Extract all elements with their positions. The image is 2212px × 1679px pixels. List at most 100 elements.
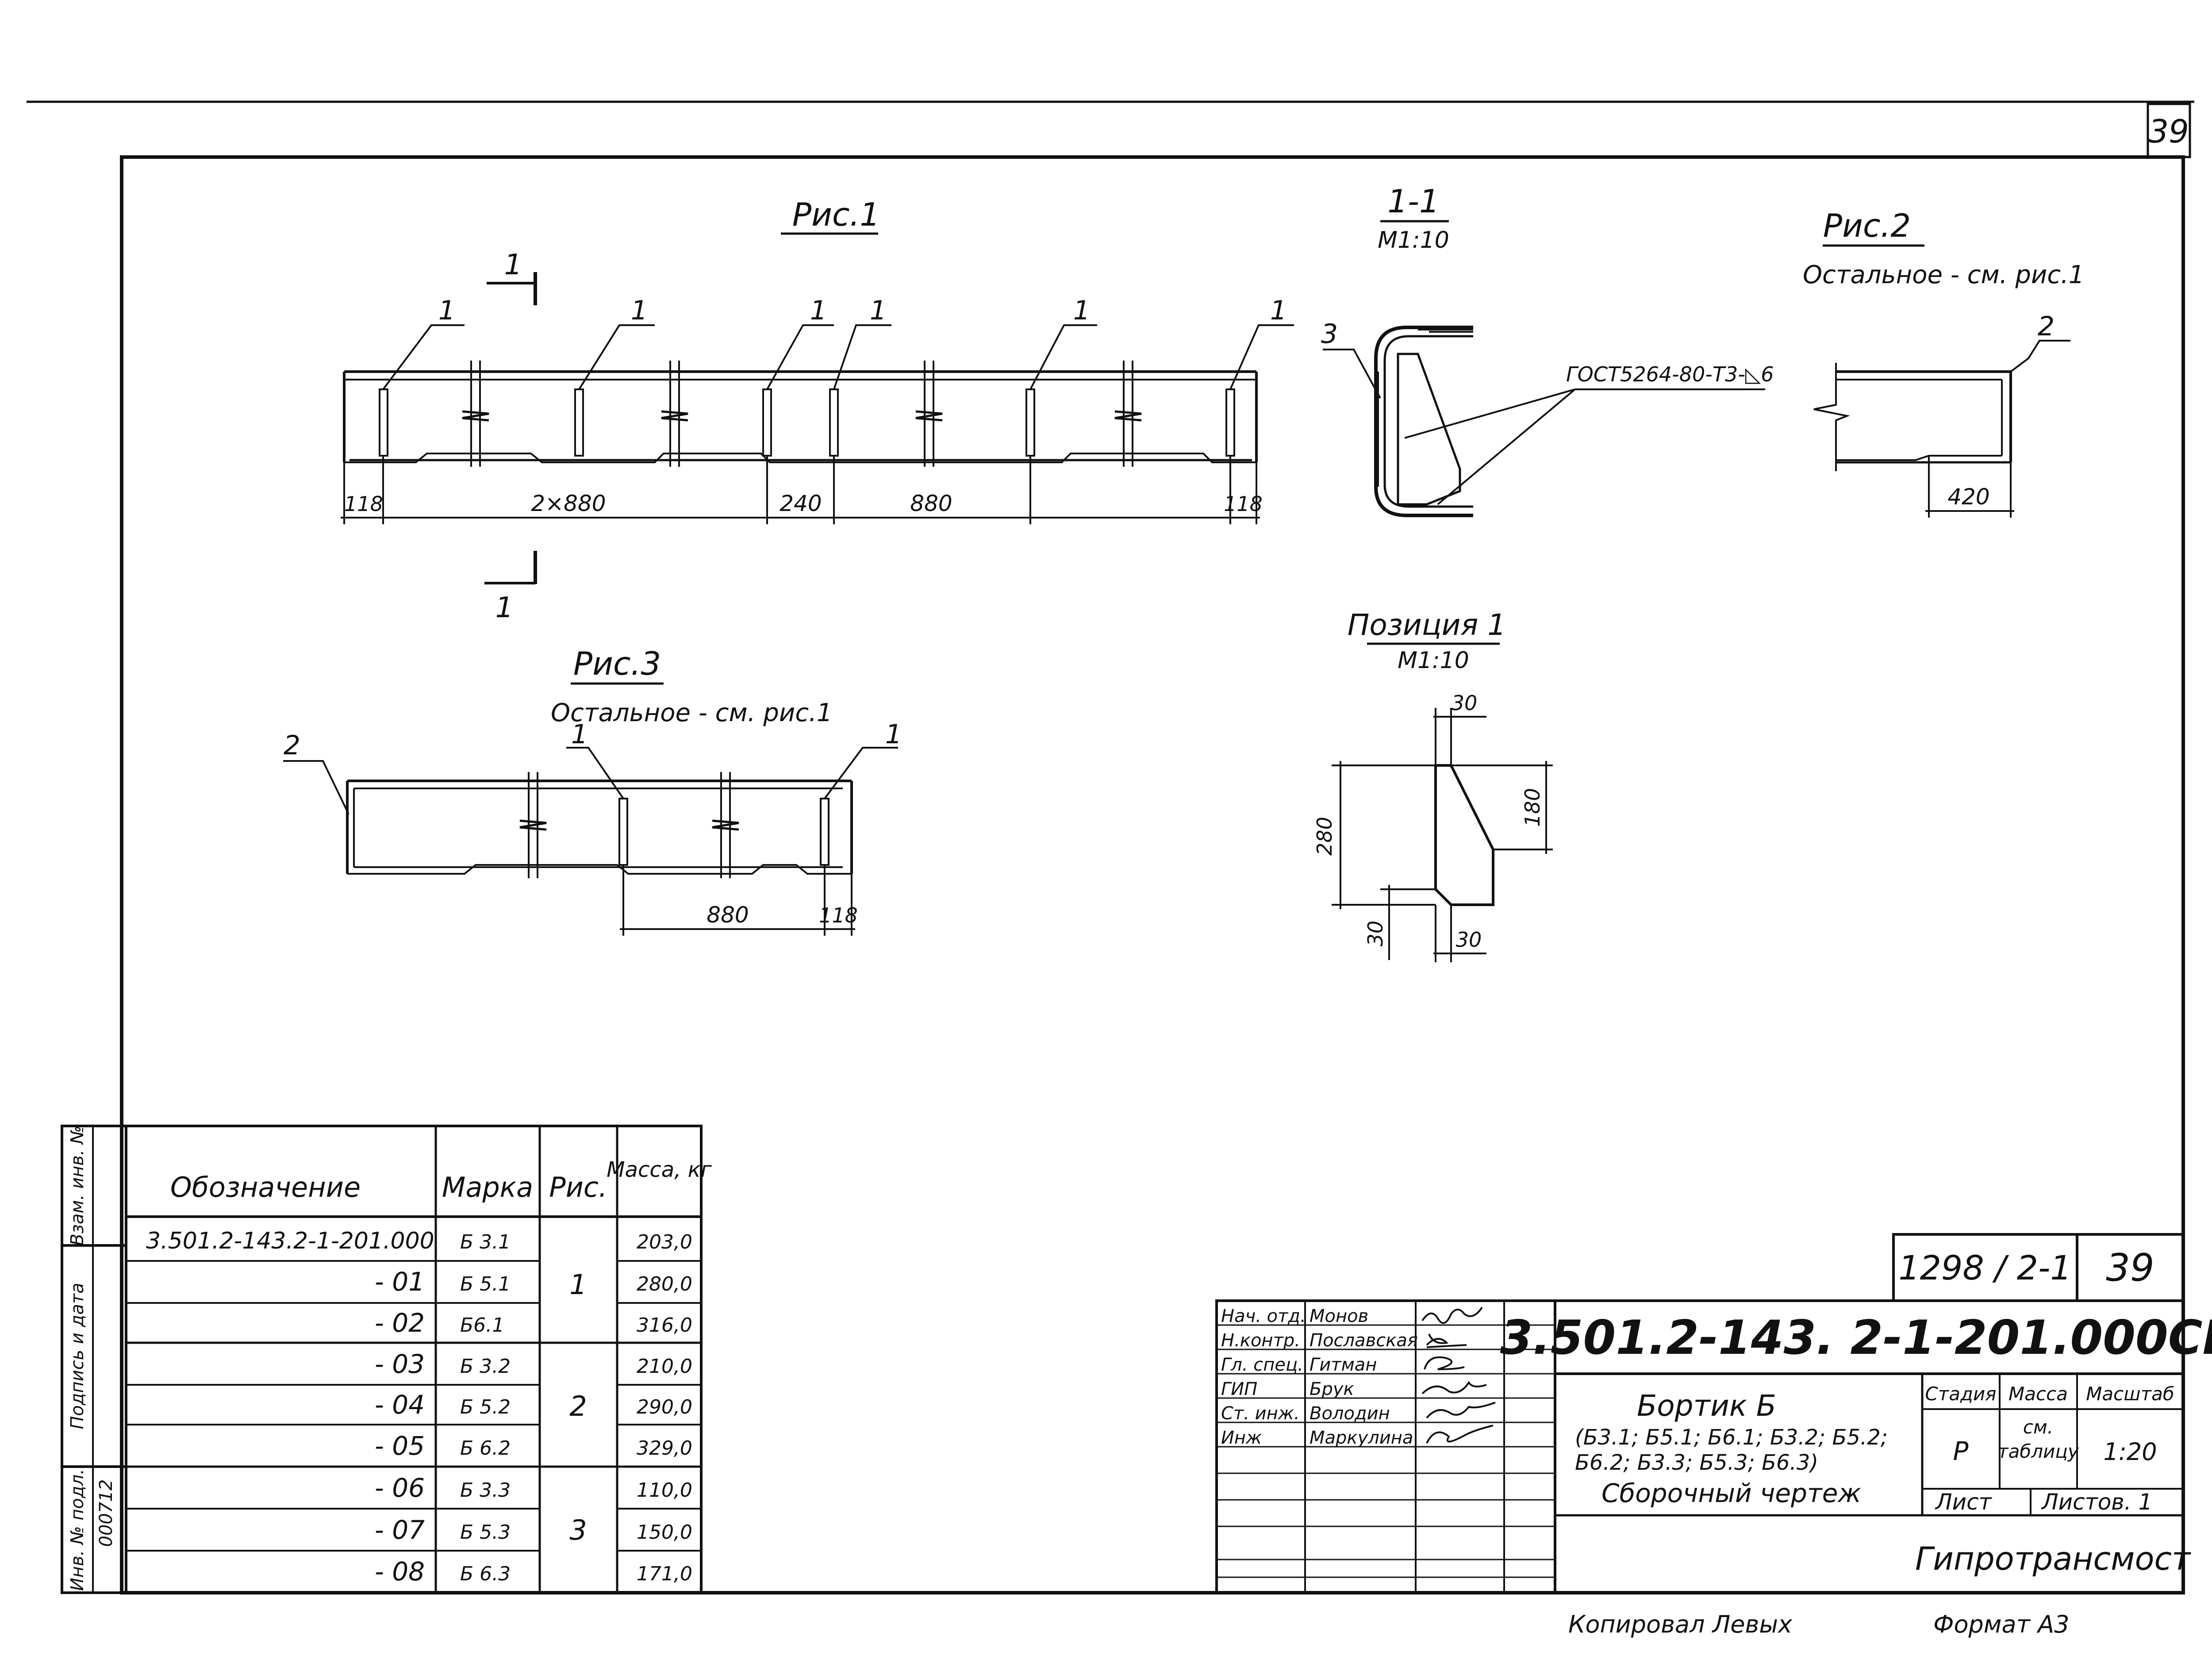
spec-row-mark: Б6.1 (460, 1314, 504, 1337)
pos1-dim-30-bottom: 30 (1456, 928, 1482, 952)
pos1-plate (1332, 708, 1553, 962)
fig2-dim-420: 420 (1947, 484, 1989, 510)
fig1-leader-1d: 1 (870, 295, 887, 326)
fig2-note: Остальное - см. рис.1 (1803, 261, 2085, 289)
format-note: Формат А3 (1933, 1610, 2070, 1638)
title-name-line4: Сборочный чертеж (1601, 1478, 1861, 1508)
spec-row-mass: 171,0 (637, 1563, 692, 1585)
spec-row-mark: Б 6.2 (460, 1437, 511, 1460)
section-mark-bottom-label: 1 (495, 592, 514, 624)
spec-row-mass: 290,0 (637, 1396, 692, 1418)
spec-row-mark: Б 3.3 (460, 1479, 511, 1502)
sheet-frame (120, 155, 2185, 1594)
fig2-beam-end (1813, 340, 2070, 518)
title-block-grid (1215, 1233, 2185, 1594)
fig1-title: Рис.1 (792, 196, 880, 233)
stage-label: Стадия (1925, 1383, 1996, 1405)
organization-name: Гипротрансмост (1915, 1540, 2191, 1577)
side-label-replace-inv: Взам. инв. № (67, 1126, 88, 1246)
mass-value-line1: см. (2023, 1416, 2053, 1438)
staff-role: Гл. спец. (1221, 1355, 1303, 1375)
sheet-number: 39 (2106, 1246, 2154, 1290)
spec-header-mass: Масса, кг (607, 1157, 712, 1182)
spec-header-mark: Марка (442, 1171, 533, 1203)
fig1-beam (343, 361, 1258, 467)
fig1-leader-1e: 1 (1073, 295, 1090, 326)
staff-role: Инж (1221, 1428, 1262, 1448)
page-number: 39 (2148, 113, 2189, 150)
spec-fig-group-2: 2 (569, 1390, 587, 1422)
staff-name: Володин (1310, 1403, 1390, 1424)
signatures (1421, 1306, 1496, 1444)
staff-list: Нач. отд. Монов Н.контр. Пославская Гл. … (1221, 1306, 1418, 1448)
page-number-box (2147, 103, 2191, 158)
spec-row-mark: Б 3.1 (460, 1231, 511, 1253)
spec-row-mark: Б 5.2 (460, 1396, 511, 1418)
spec-row-designation: 3.501.2-143.2-1-201.000 (146, 1228, 434, 1254)
pos1-dim-280: 280 (1313, 817, 1336, 856)
section11-title: 1-1 (1387, 183, 1440, 220)
staff-name: Гитман (1310, 1355, 1377, 1375)
fig3-title: Рис.3 (573, 645, 661, 682)
pos1-dim-30-left: 30 (1363, 921, 1387, 947)
album-number: 1298 / 2-1 (1898, 1248, 2071, 1287)
fig1-dim-880: 880 (910, 491, 952, 516)
spec-row-mass: 110,0 (637, 1479, 692, 1502)
staff-name: Пославская (1310, 1330, 1418, 1351)
spec-row-mass: 150,0 (637, 1521, 692, 1544)
spec-row-mass: 329,0 (637, 1437, 692, 1460)
spec-header-designation: Обозначение (170, 1171, 361, 1203)
document-code: 3.501.2-143. 2-1-201.000СБ (1500, 1310, 2212, 1365)
fig3-dim-880: 880 (707, 902, 749, 928)
staff-role: Н.контр. (1221, 1330, 1300, 1351)
stage-value: Р (1953, 1436, 1969, 1466)
fig3-leader-1b: 1 (885, 719, 902, 750)
fig1-dim-240: 240 (780, 491, 822, 516)
pos1-dim-180: 180 (1521, 788, 1544, 827)
staff-role: ГИП (1221, 1379, 1257, 1399)
spec-table-rows: 3.501.2-143.2-1-201.000 Б 3.1 203,0 - 01… (146, 1228, 692, 1587)
fig3-beam (283, 747, 898, 936)
spec-row-mass: 210,0 (637, 1355, 692, 1378)
spec-row-mass: 203,0 (637, 1231, 692, 1253)
spec-row-designation: - 05 (375, 1431, 425, 1461)
spec-row-mass: 316,0 (637, 1314, 692, 1337)
mass-label: Масса (2008, 1383, 2068, 1405)
spec-row-mark: Б 5.3 (460, 1521, 511, 1544)
section-mark-bottom (484, 551, 537, 584)
side-label-inv-original: Инв. № подл. (67, 1469, 88, 1591)
staff-name: Брук (1310, 1379, 1354, 1399)
pos1-dim-30-top: 30 (1452, 691, 1478, 715)
spec-row-designation: - 06 (375, 1473, 425, 1503)
spec-table-grid (125, 1125, 703, 1594)
fig1-dimension-line (341, 456, 1260, 524)
section11-leader-3: 3 (1321, 319, 1338, 350)
spec-row-mark: Б 6.3 (460, 1563, 511, 1585)
fig1-dim-118-right: 118 (1224, 492, 1263, 516)
spec-row-designation: - 01 (375, 1267, 425, 1297)
fig3-leader-2: 2 (284, 730, 300, 761)
spec-row-designation: - 04 (375, 1390, 425, 1420)
fig3-dim-118: 118 (819, 903, 858, 927)
title-name-line3: Б6.2; Б3.3; Б5.3; Б6.3) (1575, 1450, 1818, 1475)
staff-name: Маркулина (1310, 1428, 1413, 1448)
fig1-leader-1f: 1 (1270, 295, 1287, 326)
staff-name: Монов (1310, 1306, 1368, 1326)
staff-role: Ст. инж. (1221, 1403, 1300, 1424)
weld-note: ГОСТ5264-80-Т3-◺6 (1566, 362, 1774, 386)
spec-row-designation: - 03 (375, 1349, 425, 1379)
fig1-leader-1b: 1 (631, 295, 648, 326)
sheet-label: Лист (1935, 1489, 1993, 1515)
spec-row-mass: 280,0 (637, 1273, 692, 1295)
spec-row-designation: - 08 (375, 1556, 425, 1587)
side-label-signature-date: Подпись и дата (67, 1283, 88, 1429)
mass-value-line2: таблицу (1997, 1441, 2079, 1462)
spec-row-mark: Б 5.1 (460, 1273, 511, 1295)
fig1-leader-1a: 1 (438, 295, 455, 326)
title-name-line1: Бортик Б (1637, 1389, 1776, 1423)
title-name-line2: (Б3.1; Б5.1; Б6.1; Б3.2; Б5.2; (1575, 1425, 1888, 1450)
scale-label: Масштаб (2086, 1383, 2174, 1405)
side-inv-number: 000712 (96, 1479, 116, 1547)
staff-role: Нач. отд. (1221, 1306, 1306, 1326)
